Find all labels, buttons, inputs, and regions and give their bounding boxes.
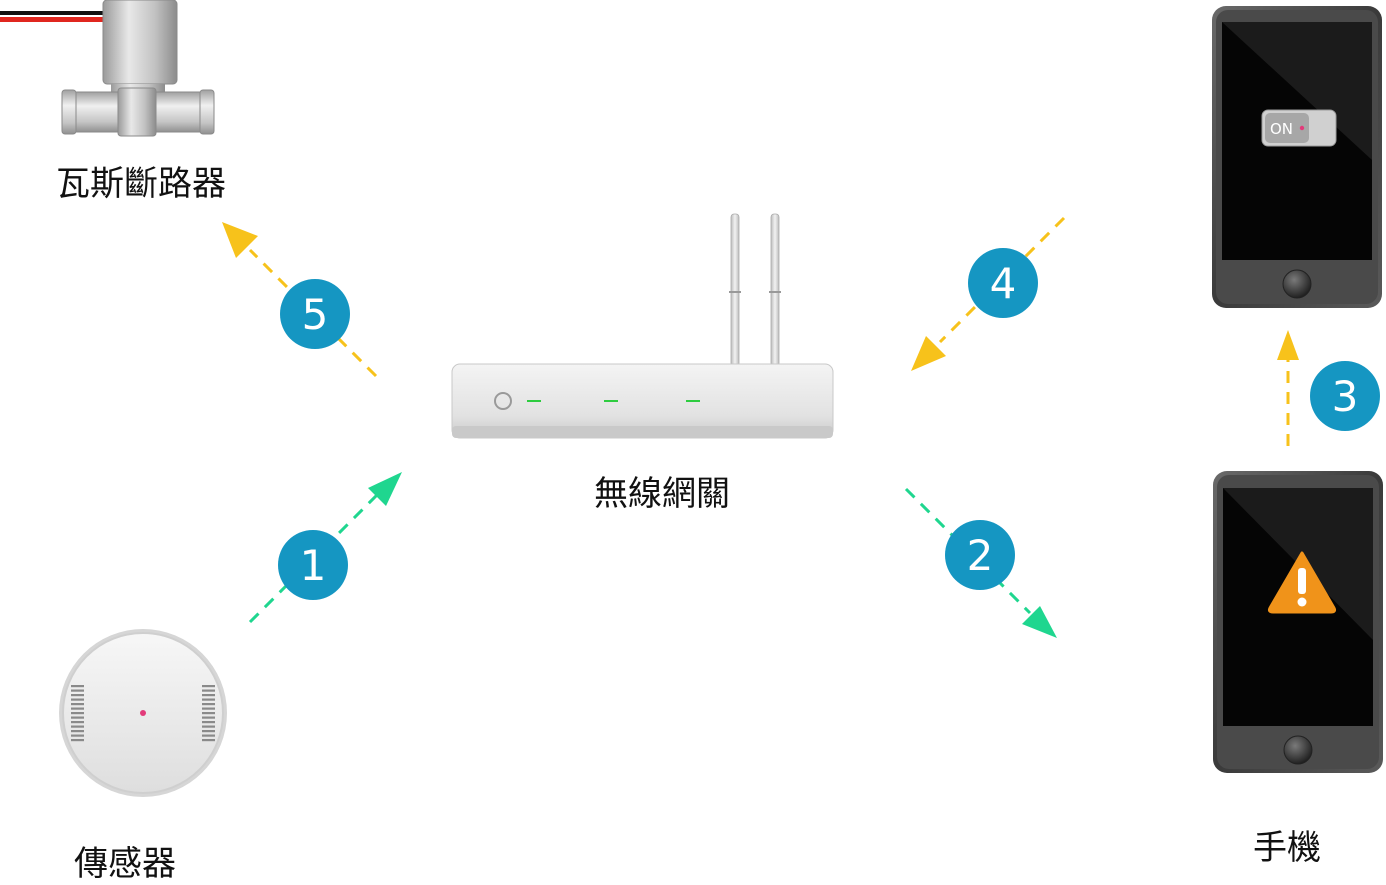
smoke-sensor-icon bbox=[59, 629, 227, 797]
smartphone-icon: ON bbox=[1212, 6, 1382, 308]
sensor-led bbox=[140, 710, 146, 716]
home-button[interactable] bbox=[1283, 735, 1313, 765]
gateway-label: 無線網關 bbox=[594, 474, 730, 514]
step-badge-4: 4 bbox=[968, 248, 1038, 318]
gas-valve-icon bbox=[0, 0, 215, 137]
step-number: 3 bbox=[1332, 372, 1359, 421]
warning-icon bbox=[1267, 551, 1337, 614]
step-number: 1 bbox=[300, 541, 327, 590]
toggle-switch[interactable]: ON bbox=[1261, 109, 1337, 147]
power-indicator bbox=[494, 392, 512, 410]
router-icon bbox=[451, 213, 834, 439]
step-number: 5 bbox=[302, 290, 329, 339]
home-button[interactable] bbox=[1282, 269, 1312, 299]
phone-label: 手機 bbox=[1253, 828, 1321, 868]
arrow-phone-to-phone bbox=[1277, 330, 1299, 446]
step-badge-2: 2 bbox=[945, 520, 1015, 590]
step-badge-3: 3 bbox=[1310, 361, 1380, 431]
step-number: 2 bbox=[967, 531, 994, 580]
step-badge-5: 5 bbox=[280, 279, 350, 349]
toggle-label: ON bbox=[1270, 120, 1293, 138]
step-number: 4 bbox=[990, 259, 1017, 308]
step-badge-1: 1 bbox=[278, 530, 348, 600]
smartphone-icon bbox=[1213, 471, 1383, 773]
sensor-label: 傳感器 bbox=[74, 844, 176, 884]
gas-valve-label: 瓦斯斷路器 bbox=[56, 164, 226, 204]
